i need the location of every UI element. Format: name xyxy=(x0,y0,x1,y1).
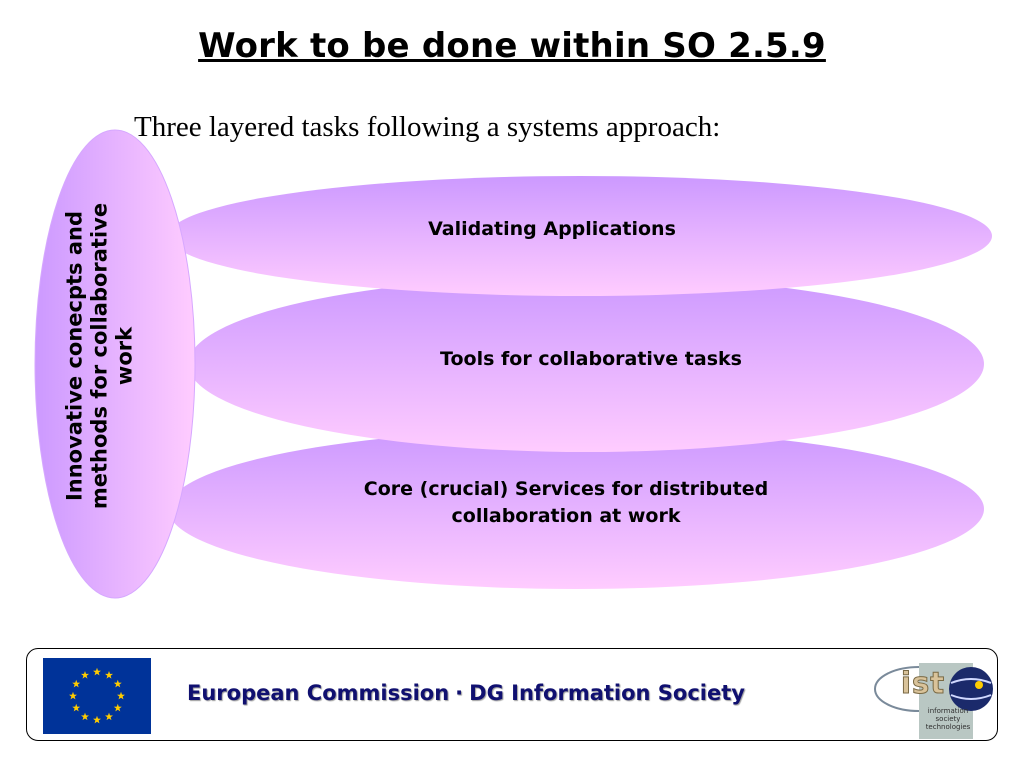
ist-logo-caption: information society technologies xyxy=(925,707,971,731)
eu-star-icon xyxy=(105,712,113,721)
layer-label-validating: Validating Applications xyxy=(428,218,676,240)
layer-ellipse-tools xyxy=(188,276,984,452)
eu-star-icon xyxy=(72,703,81,712)
footer-bar: European Commission·DG Information Socie… xyxy=(26,648,998,741)
slide-title: Work to be done within SO 2.5.9 xyxy=(198,26,826,66)
eu-star-icon xyxy=(69,691,77,700)
eu-star-icon xyxy=(117,691,125,700)
layer-label-tools: Tools for collaborative tasks xyxy=(440,348,742,370)
vertical-label: Innovative conecpts and methods for coll… xyxy=(62,202,137,510)
layer-ellipse-core xyxy=(168,429,984,589)
eu-flag-icon xyxy=(43,658,151,734)
layered-tasks-diagram xyxy=(34,129,992,599)
footer-separator: · xyxy=(455,681,464,705)
eu-star-icon xyxy=(105,671,113,679)
layer-ellipse-validating xyxy=(168,176,992,296)
footer-org: European Commission xyxy=(187,681,450,705)
slide-subtitle: Three layered tasks following a systems … xyxy=(134,111,721,143)
layer-label-core: Core (crucial) Services for distributed … xyxy=(363,478,769,527)
eu-star-icon xyxy=(81,671,89,679)
ist-logo-icon xyxy=(874,663,993,739)
footer-dept: DG Information Society xyxy=(469,681,745,705)
vertical-ellipse xyxy=(34,129,196,599)
eu-star-icon xyxy=(93,667,101,676)
eu-star-icon xyxy=(113,703,122,712)
footer-text: European Commission·DG Information Socie… xyxy=(187,681,745,705)
eu-star-icon xyxy=(81,712,89,721)
eu-star-icon xyxy=(113,679,122,688)
eu-star-icon xyxy=(93,715,101,724)
ist-logo-word: ist xyxy=(900,666,946,701)
eu-star-icon xyxy=(72,679,81,688)
